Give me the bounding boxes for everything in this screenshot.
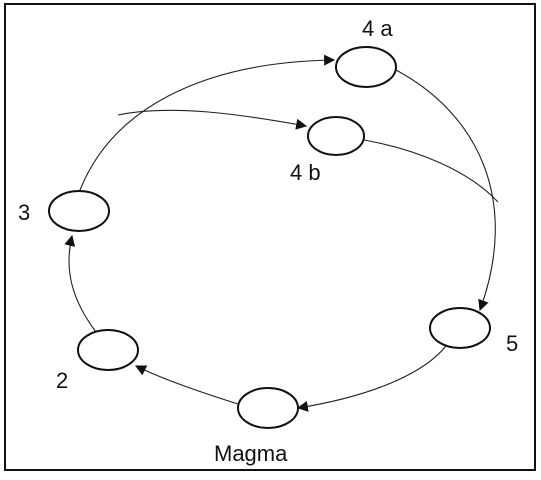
edge-4b-to-5 xyxy=(363,139,499,203)
label-3: 3 xyxy=(18,200,30,225)
label-magma: Magma xyxy=(214,441,288,466)
label-5: 5 xyxy=(506,331,518,356)
edge-magma-to-2 xyxy=(135,365,239,405)
label-2: 2 xyxy=(56,368,68,393)
edge-3-to-4b xyxy=(117,109,308,130)
node-5 xyxy=(429,307,491,349)
node-4b xyxy=(307,116,365,156)
edge-2-to-3 xyxy=(64,234,97,333)
node-3 xyxy=(48,190,110,232)
diagram-frame xyxy=(4,3,536,471)
node-magma xyxy=(237,387,299,429)
node-4a xyxy=(335,46,397,88)
edge-3-to-4a xyxy=(79,54,336,191)
edge-4a-to-5 xyxy=(395,69,496,312)
edge-5-to-magma xyxy=(296,345,447,412)
label-4a: 4 a xyxy=(362,16,393,41)
node-2 xyxy=(77,329,139,371)
label-4b: 4 b xyxy=(290,160,321,185)
